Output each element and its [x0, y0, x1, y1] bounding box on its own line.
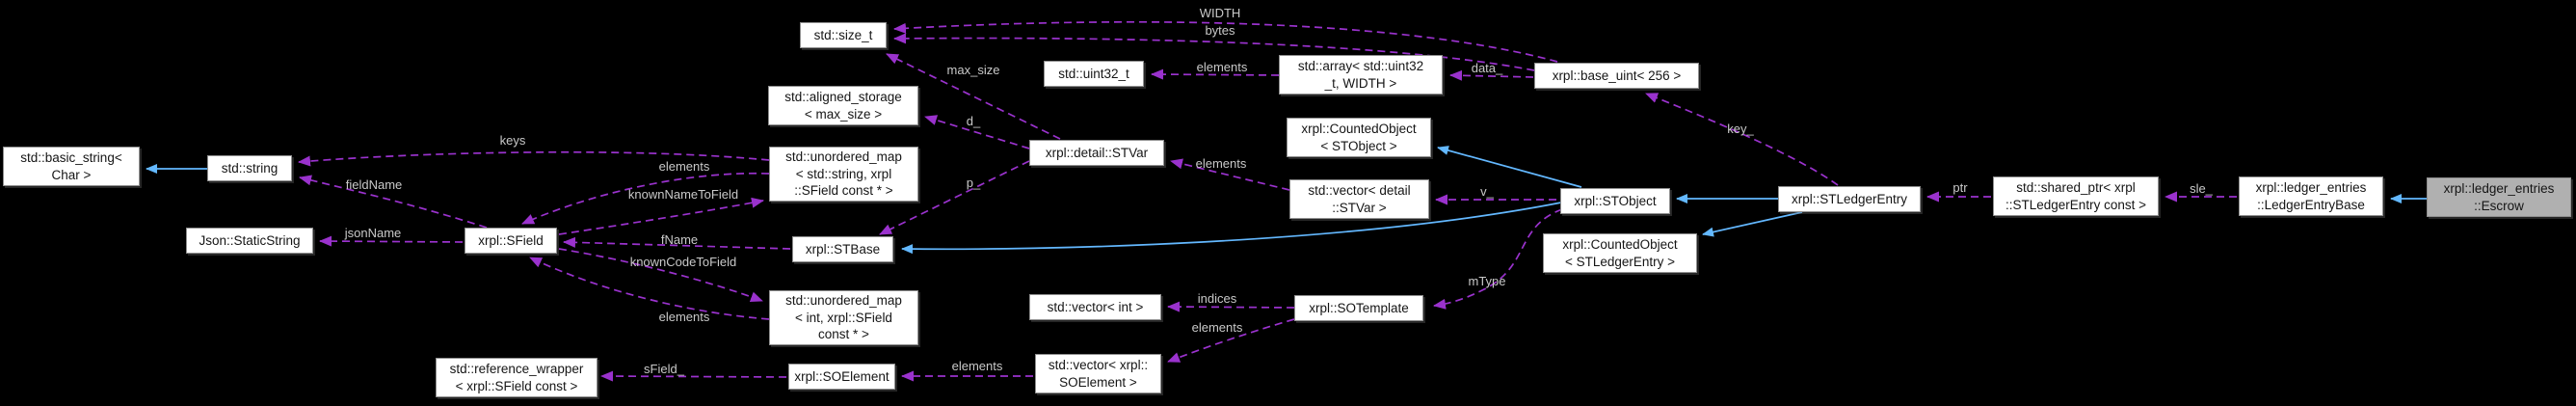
edge-known-code [558, 248, 763, 302]
node-xrpl-stobject[interactable]: xrpl::STObject [1560, 188, 1670, 214]
node-vector-soelement[interactable]: std::vector< xrpl:: SOElement > [1035, 354, 1161, 393]
node-xrpl-base-uint-256[interactable]: xrpl::base_uint< 256 > [1534, 63, 1699, 89]
edge-label-ptr: ptr [1952, 180, 1968, 195]
edge-label-max-size: max_size [947, 63, 1000, 77]
edge-stobject-to-stbase [901, 202, 1562, 255]
node-vector-detail-stvar[interactable]: std::vector< detail ::STVar > [1289, 179, 1429, 219]
node-ledger-entry-base[interactable]: xrpl::ledger_entries ::LedgerEntryBase [2239, 176, 2383, 216]
edge-width [893, 20, 1558, 63]
edge-label-indices: indices [1198, 291, 1237, 306]
edge-d [924, 115, 1030, 149]
edge-label-elements-array: elements [1197, 60, 1248, 74]
edge-max-size [886, 53, 1061, 140]
edge-elements-map-string [521, 172, 770, 225]
edge-stobject-to-counted-stobject [1437, 146, 1582, 188]
edge-json-name [319, 235, 464, 247]
edge-label-s-field: sField_ [644, 362, 685, 376]
edge-label-elements-sotemplate: elements [1192, 320, 1243, 335]
node-unordered-map-string-sfield[interactable]: std::unordered_map < std::string, xrpl :… [769, 147, 918, 202]
node-std-array[interactable]: std::array< std::uint32 _t, WIDTH > [1279, 55, 1443, 95]
node-shared-ptr-stledgerentry[interactable]: std::shared_ptr< xrpl ::STLedgerEntry co… [1993, 176, 2159, 216]
edge-label-field-name: fieldName [346, 177, 403, 192]
edge-elements-vstvar [1170, 158, 1290, 191]
node-counted-object-stledgerentry[interactable]: xrpl::CountedObject < STLedgerEntry > [1543, 233, 1697, 273]
edge-bytes [893, 33, 1535, 71]
edge-data [1449, 69, 1534, 81]
edge-field-name [299, 175, 488, 229]
edge-label-sle: sle_ [2190, 181, 2214, 196]
node-counted-object-stobject[interactable]: xrpl::CountedObject < STObject > [1287, 118, 1431, 157]
edge-indices [1167, 301, 1295, 312]
node-xrpl-sotemplate[interactable]: xrpl::SOTemplate [1294, 295, 1423, 321]
node-std-size-t[interactable]: std::size_t [800, 22, 887, 48]
edge-label-elements-vstvar: elements [1196, 156, 1247, 171]
node-json-staticstring[interactable]: Json::StaticString [186, 228, 313, 254]
edge-keys [298, 150, 770, 167]
edge-label-known-name: knownNameToField [628, 187, 738, 202]
edge-label-data: data_ [1472, 61, 1503, 75]
node-reference-wrapper-sfield[interactable]: std::reference_wrapper < xrpl::SField co… [436, 358, 598, 397]
edge-label-d: d_ [967, 114, 981, 128]
node-escrow: xrpl::ledger_entries ::Escrow [2427, 177, 2571, 217]
edge-label-f-name: fName [661, 232, 698, 247]
edge-label-elements-map-int: elements [659, 310, 710, 324]
edge-stledgerentry-to-counted-sle [1702, 211, 1803, 237]
node-std-basic-string[interactable]: std::basic_string< Char > [3, 147, 140, 186]
node-std-string[interactable]: std::string [207, 155, 292, 181]
edge-label-v: v_ [1480, 184, 1495, 199]
edge-label-keys: keys [500, 133, 526, 148]
node-std-uint32-t[interactable]: std::uint32_t [1044, 61, 1144, 87]
edge-f-name [563, 236, 791, 250]
edge-label-json-name: jsonName [344, 226, 402, 240]
edge-label-known-code: knownCodeToField [630, 255, 737, 269]
edge-key [1645, 93, 1839, 186]
edge-m-type [1433, 208, 1563, 310]
edge-label-key: key_ [1727, 122, 1754, 136]
edge-elements-array [1151, 68, 1280, 80]
node-xrpl-soelement[interactable]: xrpl::SOElement [788, 364, 895, 390]
node-xrpl-stbase[interactable]: xrpl::STBase [792, 236, 893, 262]
edge-s-field [600, 370, 787, 382]
node-xrpl-stledgerentry[interactable]: xrpl::STLedgerEntry [1778, 186, 1921, 212]
node-xrpl-sfield[interactable]: xrpl::SField [465, 228, 557, 254]
node-std-aligned-storage[interactable]: std::aligned_storage < max_size > [768, 86, 918, 125]
edge-label-width: WIDTH [1200, 6, 1241, 20]
node-xrpl-detail-stvar[interactable]: xrpl::detail::STVar [1029, 140, 1164, 166]
edge-label-m-type: mType [1468, 274, 1505, 288]
edge-known-name [558, 197, 764, 235]
edge-p [879, 160, 1030, 235]
edge-elements-sotemplate [1167, 318, 1295, 363]
edge-label-p: p_ [967, 176, 981, 190]
node-unordered-map-int-sfield[interactable]: std::unordered_map < int, xrpl::SField c… [769, 290, 918, 345]
edge-label-bytes: bytes [1205, 23, 1235, 38]
edge-label-elements-map-string: elements [659, 159, 710, 174]
edge-label-elements-vsoe: elements [952, 359, 1003, 373]
node-vector-int[interactable]: std::vector< int > [1029, 294, 1161, 320]
